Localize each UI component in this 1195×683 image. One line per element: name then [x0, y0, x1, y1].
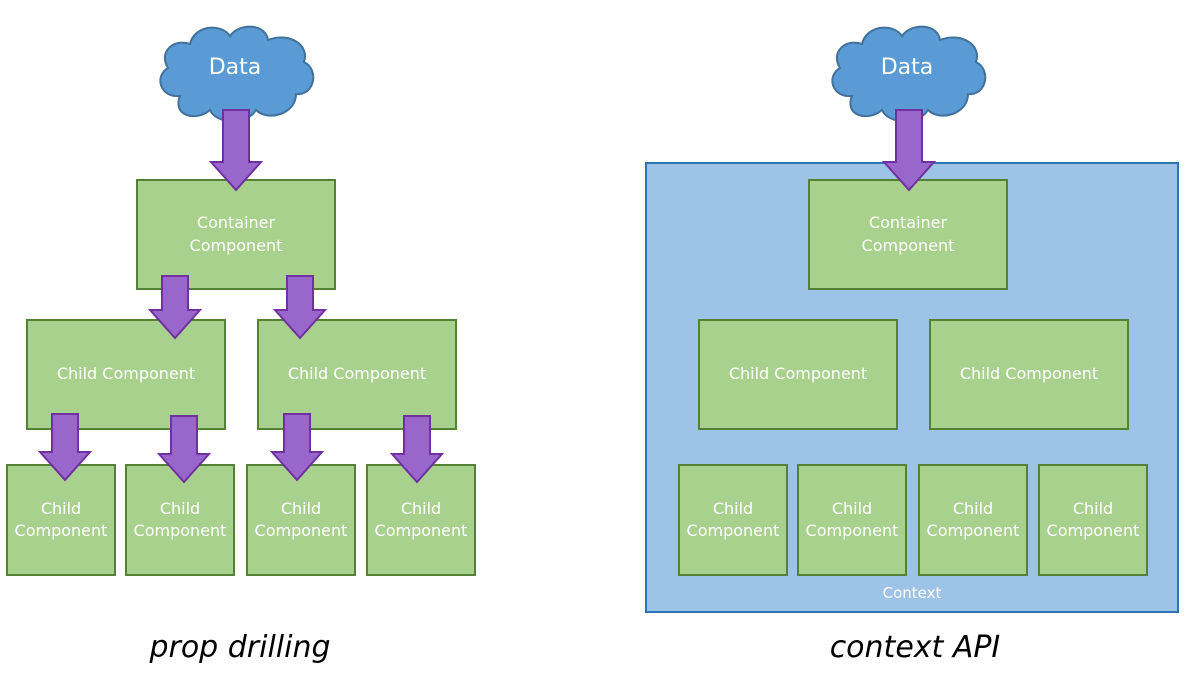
- grandchild-component-left-2: Child Component: [125, 464, 235, 576]
- data-label: Data: [880, 55, 934, 80]
- container-component-label: Container Component: [861, 213, 955, 255]
- arrow-down-icon: [270, 412, 324, 482]
- grandchild-component-left-4: Child Component: [366, 464, 476, 576]
- child-component-label: Child Component: [254, 498, 348, 540]
- child-component-label: Child Component: [56, 364, 196, 384]
- child-component-label: Child Component: [374, 498, 468, 540]
- arrow-down-icon: [38, 412, 92, 482]
- grandchild-component-right-1: Child Component: [678, 464, 788, 576]
- context-label: Context: [882, 584, 942, 602]
- container-component-label: Container Component: [189, 213, 283, 255]
- arrow-down-icon: [148, 274, 202, 340]
- arrow-down-icon: [882, 108, 936, 192]
- arrow-down-icon: [209, 108, 263, 192]
- grandchild-component-left-1: Child Component: [6, 464, 116, 576]
- grandchild-component-right-3: Child Component: [918, 464, 1028, 576]
- child-component-right-1: Child Component: [698, 319, 898, 430]
- grandchild-component-right-4: Child Component: [1038, 464, 1148, 576]
- child-component-label: Child Component: [805, 498, 899, 540]
- data-cloud-left: Data: [150, 18, 320, 128]
- container-component-right: Container Component: [808, 179, 1008, 290]
- grandchild-component-right-2: Child Component: [797, 464, 907, 576]
- child-component-label: Child Component: [926, 498, 1020, 540]
- child-component-label: Child Component: [728, 364, 868, 384]
- arrow-down-icon: [273, 274, 327, 340]
- child-component-label: Child Component: [14, 498, 108, 540]
- child-component-right-2: Child Component: [929, 319, 1129, 430]
- child-component-left-2: Child Component: [257, 319, 457, 430]
- caption-context-api: context API: [829, 630, 1001, 665]
- container-component-left: Container Component: [136, 179, 336, 290]
- child-component-label: Child Component: [287, 364, 427, 384]
- data-label: Data: [208, 55, 262, 80]
- grandchild-component-left-3: Child Component: [246, 464, 356, 576]
- arrow-down-icon: [157, 414, 211, 484]
- child-component-label: Child Component: [133, 498, 227, 540]
- child-component-label: Child Component: [686, 498, 780, 540]
- child-component-label: Child Component: [959, 364, 1099, 384]
- child-component-label: Child Component: [1046, 498, 1140, 540]
- arrow-down-icon: [390, 414, 444, 484]
- caption-prop-drilling: prop drilling: [149, 630, 331, 665]
- child-component-left-1: Child Component: [26, 319, 226, 430]
